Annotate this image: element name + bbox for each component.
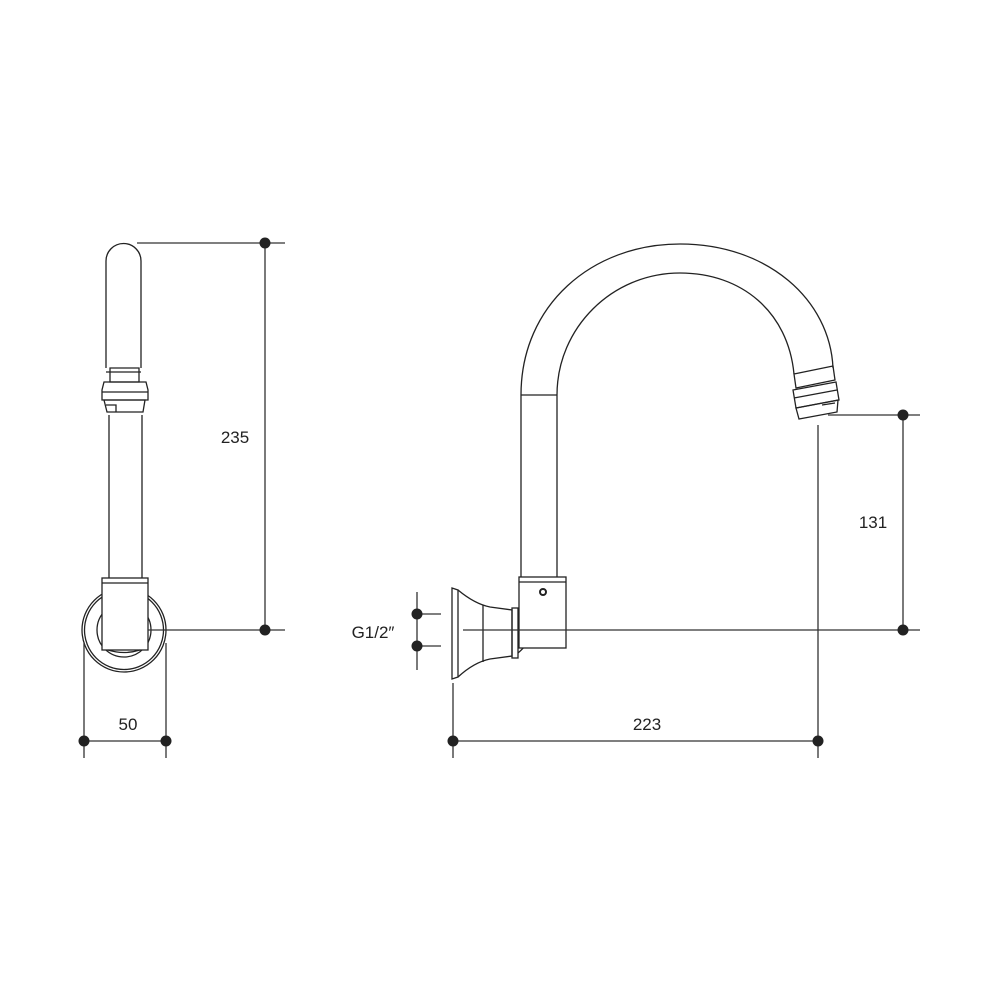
outlet-height-label: 131 bbox=[859, 513, 887, 532]
spout-inner bbox=[556, 272, 795, 577]
height-dimension-label: 235 bbox=[221, 428, 249, 447]
reach-dimension-label: 223 bbox=[633, 715, 661, 734]
width-dimension-label: 50 bbox=[119, 715, 138, 734]
side-view-tap bbox=[81, 242, 167, 673]
spout-tube-top bbox=[105, 242, 142, 368]
grub-screw-hole bbox=[539, 588, 547, 596]
side-dimensions: 235 50 bbox=[78, 237, 285, 758]
body bbox=[101, 577, 149, 651]
spout-outer bbox=[520, 243, 834, 577]
thread-size-label: G1/2″ bbox=[352, 623, 395, 642]
front-dimensions: 131 223 G1/2″ bbox=[352, 409, 920, 758]
spout-tube-lower bbox=[108, 415, 143, 578]
body bbox=[518, 576, 567, 649]
front-view-tap bbox=[451, 243, 840, 680]
wall-flange bbox=[451, 587, 459, 680]
